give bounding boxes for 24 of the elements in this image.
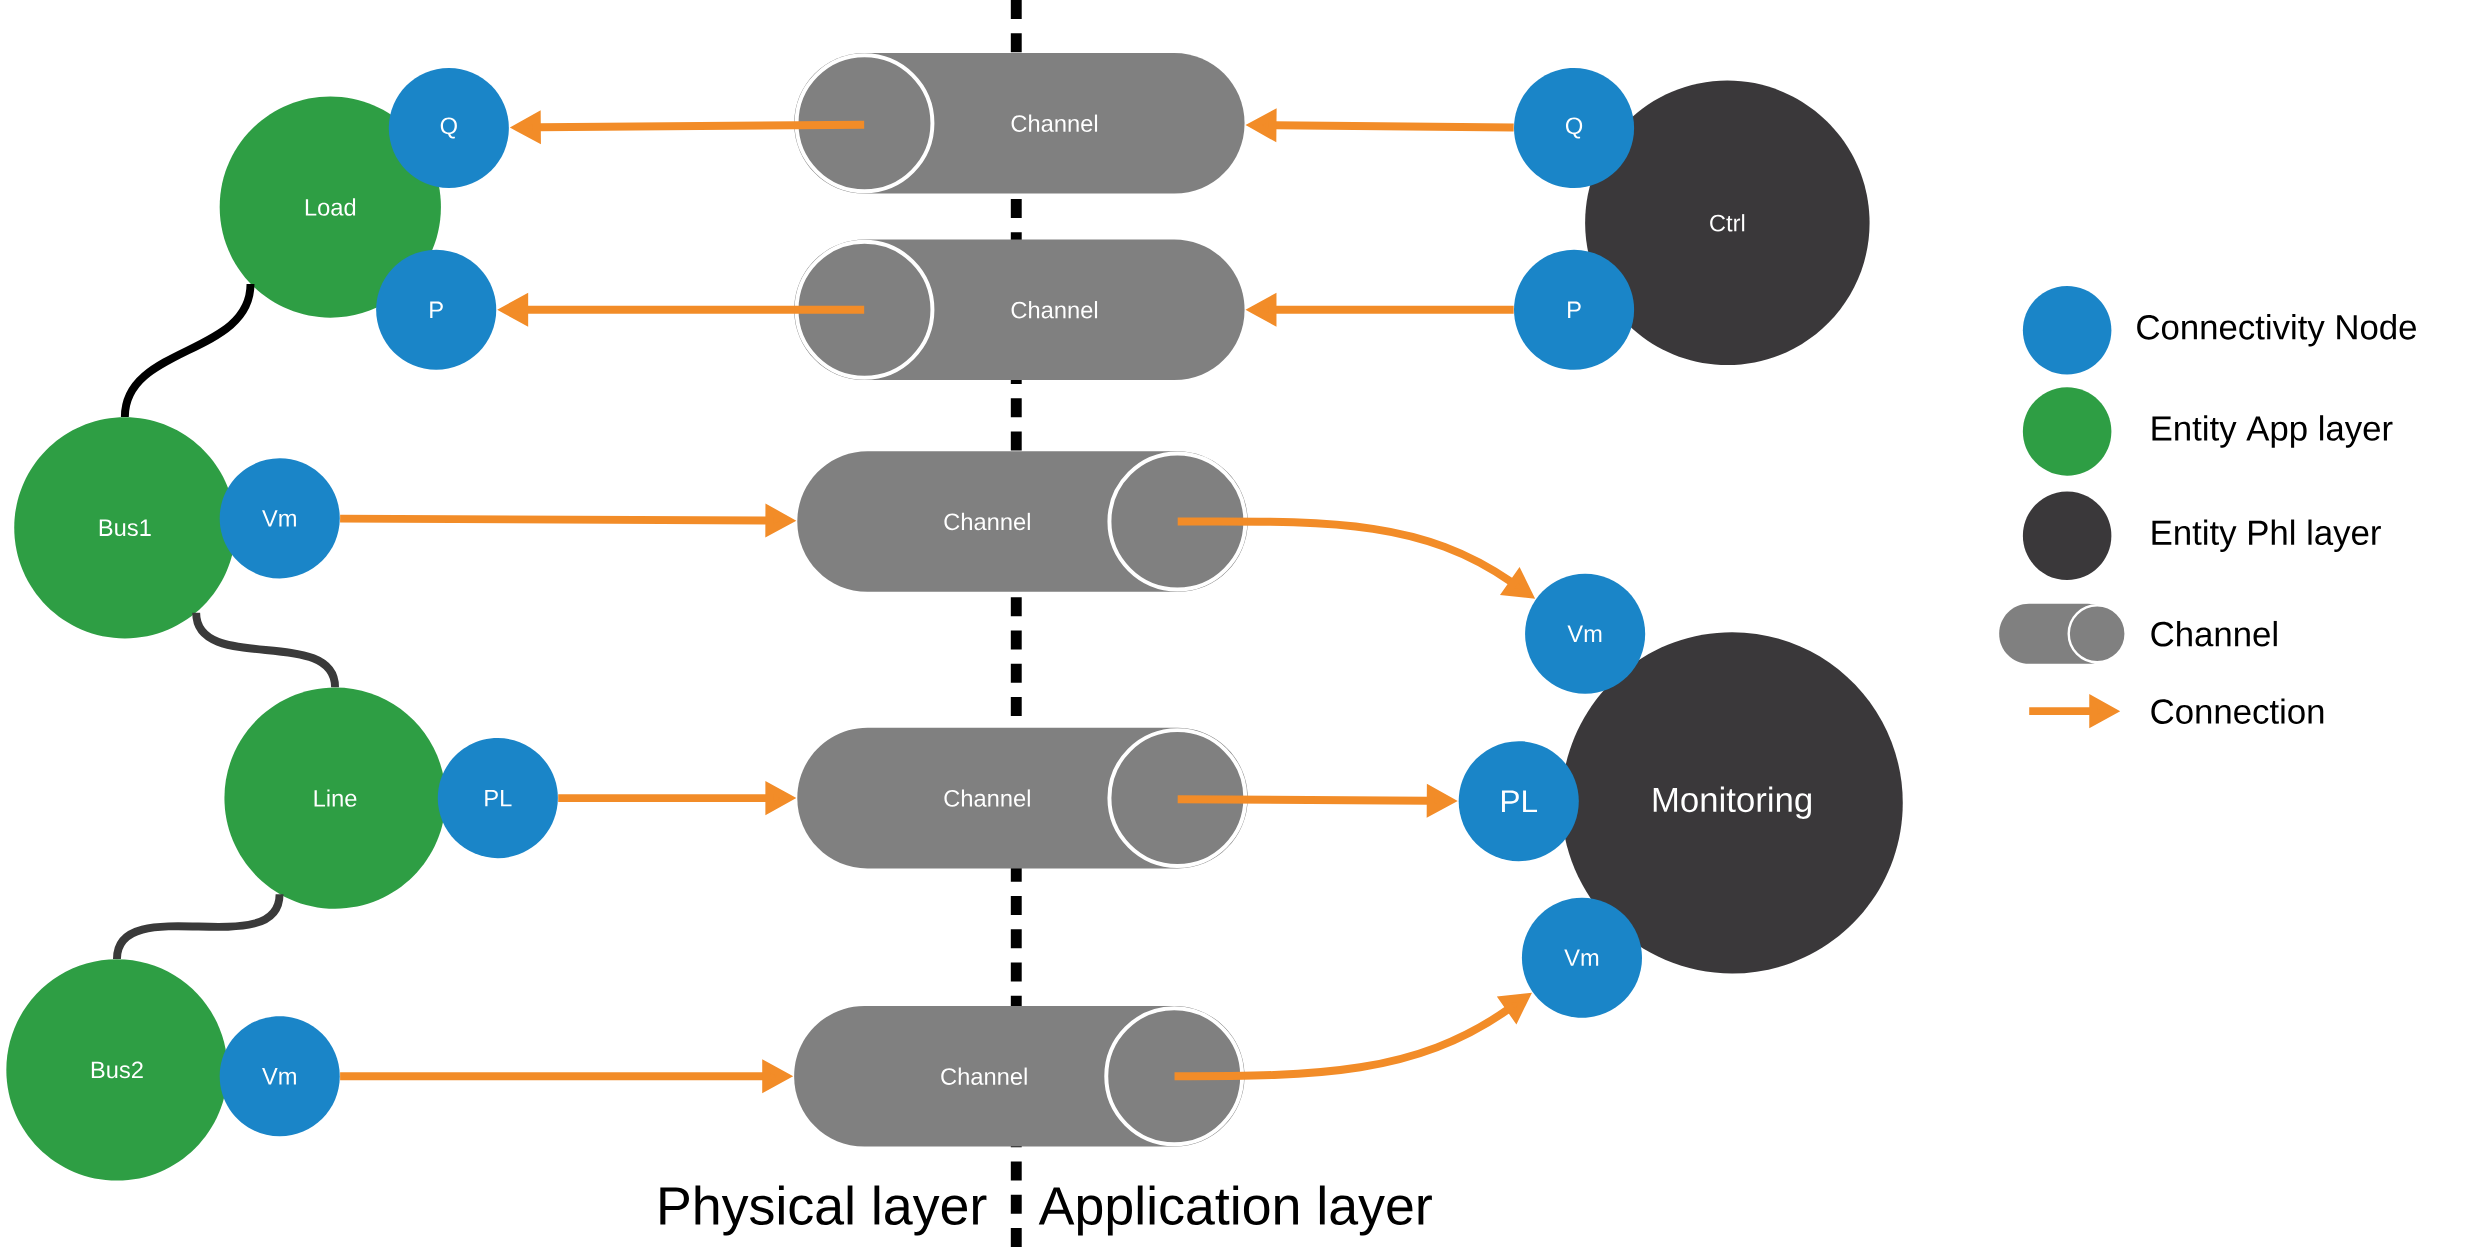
connectivity-node: Vm [219, 458, 340, 579]
legend-text: Entity Phl layer [2152, 519, 2381, 552]
legend-text: Connection [2151, 698, 2324, 724]
connectivity-node: Vm [1521, 897, 1642, 1018]
legend-text: Connectivity Node [2137, 314, 2416, 347]
layer-label: Application layer [1038, 1185, 1432, 1236]
connectivity-node: Q [1514, 68, 1635, 189]
channel-cylinder: Channel [794, 53, 1245, 194]
channel-cylinder: Channel [797, 727, 1248, 869]
legend-text: Channel [2151, 621, 2277, 647]
layer-label: Physical layer [660, 1185, 987, 1236]
connectivity-node: P [1514, 249, 1635, 370]
channel-cylinder: Channel [797, 451, 1248, 592]
connector-line [120, 283, 255, 418]
connectivity-node: PL [1458, 741, 1579, 862]
connector-line [113, 893, 284, 960]
legend-text: Entity App layer [2152, 415, 2393, 448]
connectivity-node: P [376, 249, 497, 370]
connectivity-node: PL [437, 738, 558, 859]
connectivity-node: Vm [1525, 573, 1646, 694]
connectivity-node: Q [388, 68, 509, 189]
channel-cylinder: Channel [794, 239, 1245, 381]
channel-cylinder: Channel [794, 1005, 1245, 1147]
connectivity-node: Vm [219, 1016, 340, 1137]
